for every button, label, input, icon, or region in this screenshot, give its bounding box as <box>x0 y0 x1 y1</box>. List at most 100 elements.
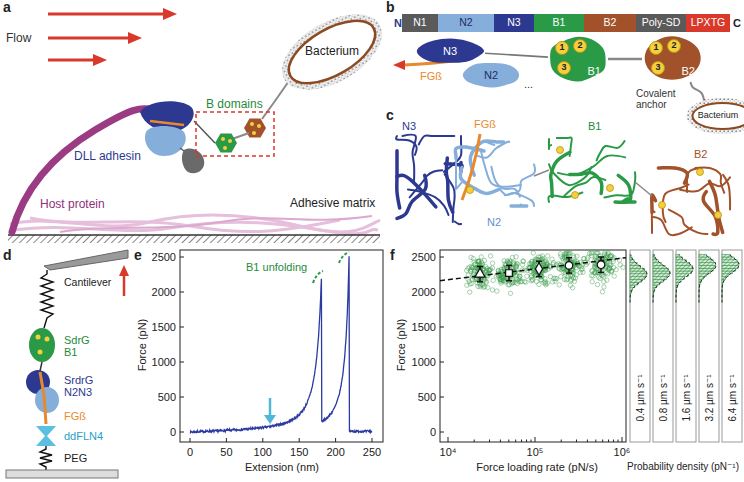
force-histogram <box>722 254 730 257</box>
fg-beta-strand <box>393 60 405 70</box>
domain-box-shape <box>494 14 534 32</box>
b-domains-illustration <box>196 112 274 156</box>
flow-arrows <box>128 32 142 44</box>
tick-label: 500 <box>158 391 176 403</box>
force-loading-rate-plot <box>597 261 605 269</box>
force-histogram <box>630 271 647 274</box>
part-label: N2 <box>487 216 501 228</box>
force-histogram <box>630 268 644 271</box>
force-histogram <box>722 268 736 271</box>
force-histogram <box>676 268 693 271</box>
calcium-site-shape <box>668 40 681 53</box>
force-loading-rate-plot <box>515 262 519 266</box>
afm-setup <box>38 350 43 355</box>
speed-label: 1.6 µm s⁻¹ <box>681 374 692 421</box>
tick-label: 1000 <box>152 356 176 368</box>
domain-blob: B1123 <box>548 36 608 82</box>
tick-label: 0 <box>430 426 436 438</box>
force-loading-rate-plot <box>566 257 572 259</box>
force-histogram <box>699 255 716 303</box>
force-loading-rate-plot <box>488 254 492 258</box>
part-label: SdrG B1 <box>64 334 98 358</box>
force-loading-rate-plot <box>521 259 525 263</box>
protein-structure <box>572 192 579 199</box>
adhesive-matrix <box>60 216 372 232</box>
force-histogram <box>722 265 738 268</box>
force-loading-rate-plot <box>528 261 532 265</box>
force-loading-rate-plot <box>559 254 563 258</box>
force-histogram <box>699 274 707 277</box>
protein-structure <box>715 212 722 219</box>
tick-label: 2000 <box>412 286 436 298</box>
protein-structure <box>444 136 462 172</box>
b-domains-illustration <box>262 78 291 119</box>
force-loading-rate-plot <box>477 281 483 283</box>
force-histogram <box>630 250 650 442</box>
speed-label: 3.2 µm s⁻¹ <box>704 374 715 421</box>
protein-structure <box>462 134 480 200</box>
domain-box: N3 <box>494 14 534 32</box>
calcium-site: 1 <box>649 41 663 55</box>
force-histogram <box>699 263 716 266</box>
node-text: 2 <box>577 41 582 51</box>
force-loading-rate-plot <box>476 284 480 288</box>
force-loading-rate-plot <box>464 251 625 296</box>
force-loading-rate-plot <box>507 261 511 265</box>
calcium-site-shape <box>556 42 569 55</box>
domain-box-shape <box>636 14 686 32</box>
force-loading-rate-plot <box>506 265 512 267</box>
force-loading-rate-plot <box>561 440 562 443</box>
force-trace-plot <box>269 398 272 417</box>
calcium-site-shape <box>574 40 587 53</box>
tick-label: 50 <box>220 446 232 458</box>
force-histogram <box>653 255 670 303</box>
force-loading-rate-plot <box>553 279 557 283</box>
force-loading-rate-plot <box>475 268 485 277</box>
force-loading-rate-plot <box>590 251 594 255</box>
force-loading-rate-plot <box>440 250 626 442</box>
domain-blob: N3 <box>415 38 485 64</box>
force-trace-plot <box>180 250 383 442</box>
bacterium-cell-shape <box>269 0 394 105</box>
protein-structure <box>549 164 591 185</box>
domain-box: N2 <box>438 14 494 32</box>
force-loading-rate-plot <box>594 251 598 255</box>
force-histogram <box>630 250 650 442</box>
force-loading-rate-plot <box>468 290 472 294</box>
force-loading-rate-plot <box>602 285 606 289</box>
force-loading-rate-plot <box>440 327 444 328</box>
force-histogram <box>699 250 719 442</box>
force-histogram <box>699 260 714 263</box>
protein-structure <box>445 174 455 222</box>
node-text: 1 <box>653 43 658 53</box>
force-histogram <box>699 265 716 268</box>
force-loading-rate-plot <box>602 279 606 283</box>
force-loading-rate-plot <box>598 272 604 274</box>
force-trace-plot <box>180 292 184 293</box>
part-label: FGß <box>420 70 442 82</box>
axis-title: Probability density (pN⁻¹) <box>627 461 739 472</box>
domain-blob-shape <box>463 63 519 88</box>
force-loading-rate-plot <box>440 257 444 258</box>
tick-label: 500 <box>418 391 436 403</box>
force-loading-rate-plot <box>502 259 506 263</box>
force-histogram <box>676 254 680 257</box>
afm-setup <box>40 446 52 470</box>
node-text: Poly-SD <box>642 17 681 29</box>
force-loading-rate-plot <box>491 278 495 282</box>
flow-arrows <box>48 37 131 40</box>
force-loading-rate-plot <box>593 271 597 275</box>
domain-box: N1 <box>402 14 438 32</box>
tick-label: 2500 <box>412 251 436 263</box>
force-histogram <box>676 250 696 442</box>
afm-setup <box>40 362 42 371</box>
calcium-site: 1 <box>555 41 569 55</box>
force-trace-plot <box>180 257 372 442</box>
node-text: B1 <box>553 17 566 29</box>
force-loading-rate-plot <box>500 440 501 443</box>
part-label: FGß <box>474 118 496 130</box>
part-label: ddFLN4 <box>64 430 103 442</box>
calcium-site-shape <box>558 62 571 75</box>
force-histogram <box>722 257 734 260</box>
